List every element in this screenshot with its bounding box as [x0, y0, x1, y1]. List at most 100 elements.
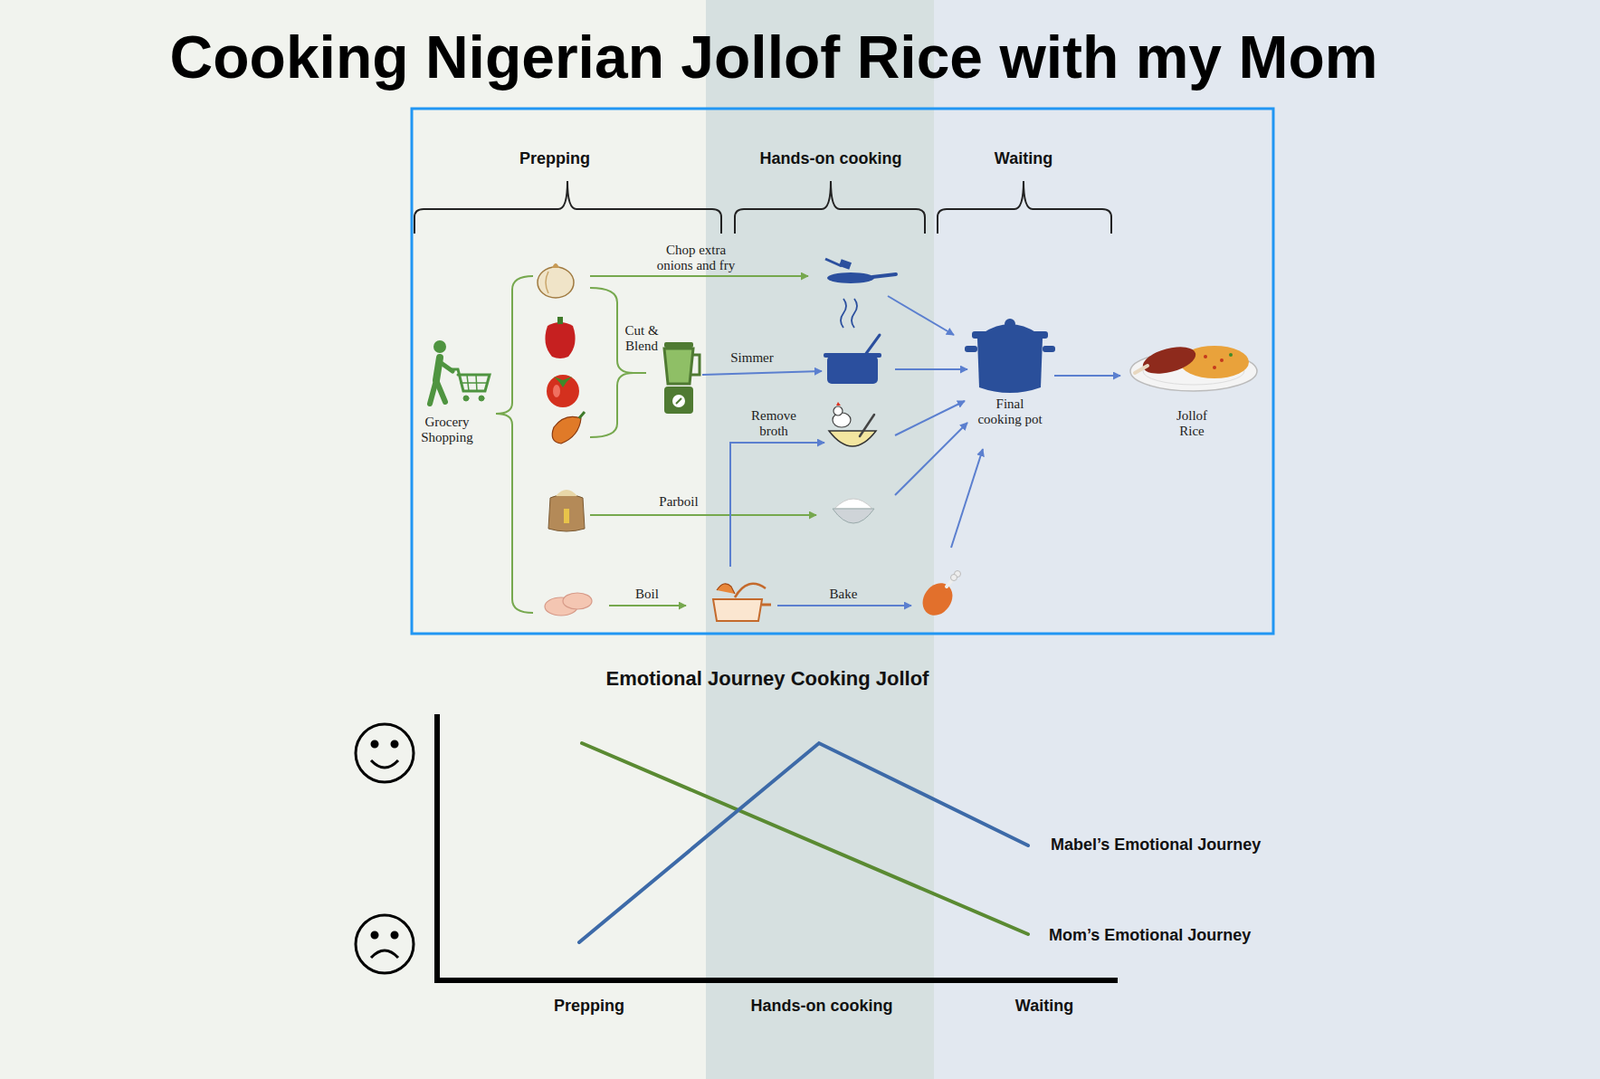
emotion-line: [581, 742, 1029, 934]
chicken-pot-icon: [761, 603, 772, 607]
phase-brace: [414, 180, 1112, 234]
sad-face: [355, 914, 414, 973]
axis-label: Hands-on cooking: [751, 996, 894, 1017]
sad-face: [371, 950, 399, 958]
pepper-icon: [544, 316, 575, 359]
jollof-plate-icon: [1134, 365, 1148, 373]
steam-icon: [851, 298, 858, 328]
jollof-plate-icon: [1228, 352, 1233, 357]
blender-icon: [664, 348, 694, 384]
onion-icon: [552, 263, 560, 268]
step-arrow: [609, 604, 686, 607]
chart-title: Emotional Journey Cooking Jollof: [606, 666, 930, 691]
sad-face: [371, 932, 378, 938]
chart-axis: [437, 714, 1118, 981]
simmer-pot-icon: [823, 352, 882, 358]
series-label: Mabel’s Emotional Journey: [1050, 835, 1261, 856]
simmer-pot-icon: [865, 334, 880, 355]
phase-label: Hands-on cooking: [760, 149, 903, 170]
blender-icon: [691, 354, 700, 375]
ingredient-bracket: [495, 276, 647, 613]
raw-chicken-icon: [544, 592, 592, 616]
step-label: Boil: [635, 586, 659, 602]
tomato-icon: [546, 374, 580, 408]
rice-bowl-icon: [832, 498, 875, 524]
pepper-icon: [544, 322, 575, 359]
chicken-pot-icon: [713, 583, 772, 621]
step-arrow: [702, 371, 822, 375]
series-label: Mom’s Emotional Journey: [1048, 925, 1251, 946]
frying-pan-icon: [827, 272, 875, 284]
blender-icon: [676, 398, 682, 404]
background: [705, 0, 934, 1079]
jollof-plate-icon: [1130, 342, 1258, 391]
sad-face: [355, 914, 414, 973]
step-arrow: [590, 514, 817, 516]
step-label: Bake: [829, 586, 858, 602]
frame: [411, 108, 1274, 634]
emotion-line: [579, 742, 1029, 943]
onion-icon: [537, 263, 574, 298]
final-pot-icon: [971, 331, 1048, 339]
broth-bowl-icon: [859, 414, 875, 437]
final-pot-icon: [964, 318, 1056, 393]
habanero-icon: [552, 411, 585, 444]
drumstick-icon: [916, 577, 959, 621]
onion-icon: [537, 266, 574, 298]
phase-brace: [734, 180, 925, 234]
node-label: Final cooking pot: [974, 396, 1046, 428]
step-label: Remove broth: [744, 408, 803, 439]
final-pot-icon: [964, 345, 978, 353]
jollof-plate-icon: [1212, 365, 1217, 370]
jollof-plate-icon: [1203, 354, 1208, 359]
page-title: Cooking Nigerian Jollof Rice with my Mom: [0, 23, 1548, 93]
chicken-pot-icon: [713, 599, 762, 621]
frying-pan-icon: [872, 274, 896, 277]
chart-axis: [437, 714, 1118, 981]
tomato-icon: [552, 384, 561, 398]
shopper-icon: [463, 395, 469, 401]
blender-icon: [664, 342, 700, 414]
steam-icon: [840, 298, 858, 328]
tomato-icon: [546, 374, 580, 408]
simmer-pot-icon: [823, 334, 882, 384]
pepper-icon: [557, 316, 563, 324]
ingredient-bracket: [495, 276, 534, 613]
blender-icon: [672, 394, 686, 408]
step-label: Simmer: [730, 350, 774, 366]
blender-icon: [664, 342, 694, 348]
frying-pan-icon: [838, 258, 852, 270]
step-label: Cut & Blend: [621, 323, 662, 353]
shopper-icon: [460, 381, 487, 384]
jollof-plate-icon: [1140, 342, 1200, 380]
shopper-icon: [429, 340, 490, 404]
rice-bowl-icon: [834, 498, 873, 509]
step-arrow: [895, 422, 968, 496]
chicken-pot-icon: [716, 583, 735, 594]
final-pot-icon: [1042, 345, 1056, 353]
step-arrow: [895, 368, 968, 371]
step-arrow: [951, 448, 983, 548]
frying-pan-icon: [825, 258, 842, 267]
habanero-icon: [552, 416, 581, 444]
onion-icon: [545, 271, 549, 294]
phase-brace: [937, 180, 1112, 234]
step-node: Final cooking pot: [969, 318, 1051, 431]
shopper-icon: [436, 380, 446, 402]
final-pot-icon: [977, 338, 1043, 393]
step-label: Chop extra onions and fry: [650, 242, 742, 273]
step-node: Grocery Shopping: [409, 336, 486, 449]
raw-chicken-icon: [562, 592, 592, 610]
background: [933, 0, 1600, 1079]
happy-face: [355, 723, 414, 782]
broth-bowl-icon: [828, 430, 877, 447]
broth-bowl-icon: [828, 401, 877, 447]
shopper-icon: [478, 395, 485, 401]
habanero-icon: [579, 411, 585, 419]
simmer-pot-icon: [827, 355, 878, 384]
chicken-pot-icon: [734, 583, 766, 598]
broth-bowl-icon: [833, 406, 843, 416]
